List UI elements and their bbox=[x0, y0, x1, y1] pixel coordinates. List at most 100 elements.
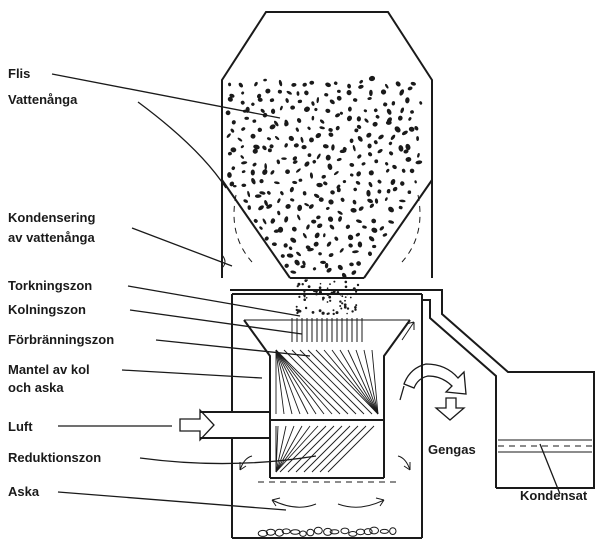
drying-particle bbox=[299, 310, 302, 313]
wood-chip bbox=[340, 197, 345, 203]
wood-chip bbox=[263, 78, 267, 81]
wood-chip bbox=[380, 89, 387, 96]
wood-chip bbox=[384, 161, 389, 166]
wood-chip bbox=[286, 90, 293, 95]
hatch-line bbox=[276, 350, 308, 414]
condensate-tank bbox=[418, 290, 594, 488]
drying-particle bbox=[303, 298, 306, 301]
wood-chip bbox=[372, 245, 376, 248]
ash-lump bbox=[324, 528, 332, 535]
wood-chip bbox=[243, 199, 249, 204]
wood-chip bbox=[408, 117, 412, 122]
wood-chip bbox=[358, 84, 364, 89]
wood-chip bbox=[326, 241, 332, 248]
wood-chip bbox=[262, 218, 267, 225]
wood-chip bbox=[328, 252, 334, 257]
wood-chip bbox=[388, 151, 394, 157]
wood-chip bbox=[289, 186, 295, 193]
wood-chip bbox=[314, 107, 318, 111]
wood-chip bbox=[241, 170, 245, 174]
wood-chip bbox=[280, 254, 285, 259]
wood-chip bbox=[324, 82, 331, 88]
label-forbranningszon: Förbränningszon bbox=[8, 332, 114, 347]
wood-chip bbox=[337, 90, 341, 94]
wood-chip bbox=[322, 181, 328, 186]
wood-chip bbox=[398, 88, 405, 96]
wood-chip bbox=[271, 109, 275, 115]
wood-chip bbox=[302, 82, 308, 87]
drying-particle bbox=[333, 281, 335, 283]
wood-chip bbox=[281, 157, 287, 160]
wood-chip bbox=[328, 132, 334, 138]
wood-chip bbox=[291, 83, 297, 88]
wood-chip bbox=[368, 75, 375, 81]
wood-chip bbox=[352, 145, 356, 152]
ash-lump bbox=[380, 529, 388, 533]
wood-chip bbox=[302, 232, 307, 239]
combustion-reduction-hatching bbox=[276, 350, 378, 472]
wood-chip bbox=[311, 101, 315, 106]
wood-chip bbox=[373, 140, 378, 145]
wood-chip bbox=[308, 203, 315, 210]
wood-chip bbox=[356, 154, 362, 160]
wood-chip bbox=[264, 163, 267, 170]
wood-chip bbox=[327, 215, 334, 222]
wood-chip bbox=[314, 232, 321, 239]
drying-particle bbox=[298, 296, 300, 298]
wood-chip bbox=[347, 83, 352, 88]
wood-chip bbox=[349, 162, 355, 167]
label-reduktionszon: Reduktionszon bbox=[8, 450, 101, 465]
wood-chip bbox=[374, 159, 378, 163]
ash-lump bbox=[364, 529, 372, 535]
wood-chip bbox=[312, 267, 317, 271]
wood-chip bbox=[241, 184, 246, 187]
wood-chip bbox=[368, 181, 374, 188]
wood-chip bbox=[386, 189, 390, 194]
wood-chip bbox=[415, 160, 422, 165]
wood-chip bbox=[296, 117, 302, 123]
wood-chip bbox=[337, 210, 344, 216]
wood-chip bbox=[285, 169, 290, 174]
wood-chip bbox=[350, 173, 354, 177]
wood-chip bbox=[342, 180, 346, 184]
label-kolningszon: Kolningszon bbox=[8, 302, 86, 317]
wood-chip bbox=[316, 223, 323, 229]
wood-chip bbox=[369, 203, 375, 209]
wood-chip bbox=[355, 232, 361, 237]
wood-chip bbox=[313, 241, 320, 248]
wood-chip bbox=[400, 107, 405, 114]
wood-chip bbox=[312, 159, 317, 164]
wood-chip bbox=[272, 242, 277, 246]
drying-particle bbox=[329, 283, 331, 285]
wood-chip bbox=[372, 121, 378, 127]
wood-chip bbox=[329, 98, 336, 105]
wood-chip bbox=[336, 95, 343, 102]
wood-chip bbox=[303, 160, 310, 167]
ash-lump bbox=[341, 528, 349, 534]
wood-chip bbox=[285, 98, 290, 104]
drying-particle bbox=[341, 295, 343, 297]
wood-chip bbox=[290, 105, 295, 110]
drying-particle bbox=[322, 297, 325, 300]
drying-particle bbox=[346, 313, 348, 315]
drying-particle bbox=[345, 296, 347, 298]
wood-chip bbox=[398, 205, 403, 210]
wood-chip bbox=[240, 100, 245, 105]
drying-particle bbox=[302, 283, 304, 285]
ash-lump bbox=[291, 530, 300, 535]
wood-chip bbox=[407, 190, 411, 194]
drying-particle bbox=[340, 308, 342, 310]
wood-chip bbox=[333, 170, 339, 175]
wood-chip bbox=[253, 218, 259, 223]
wood-chip bbox=[375, 198, 379, 204]
wood-chip bbox=[337, 264, 344, 271]
drying-particle bbox=[304, 296, 306, 298]
drying-particle bbox=[320, 283, 322, 285]
wood-chip bbox=[416, 136, 419, 141]
wood-chip bbox=[414, 180, 417, 184]
wood-chip bbox=[351, 269, 358, 275]
wood-chip bbox=[244, 117, 249, 120]
wood-chip bbox=[361, 162, 366, 167]
wood-chip bbox=[323, 144, 329, 149]
wood-chip bbox=[285, 203, 292, 210]
